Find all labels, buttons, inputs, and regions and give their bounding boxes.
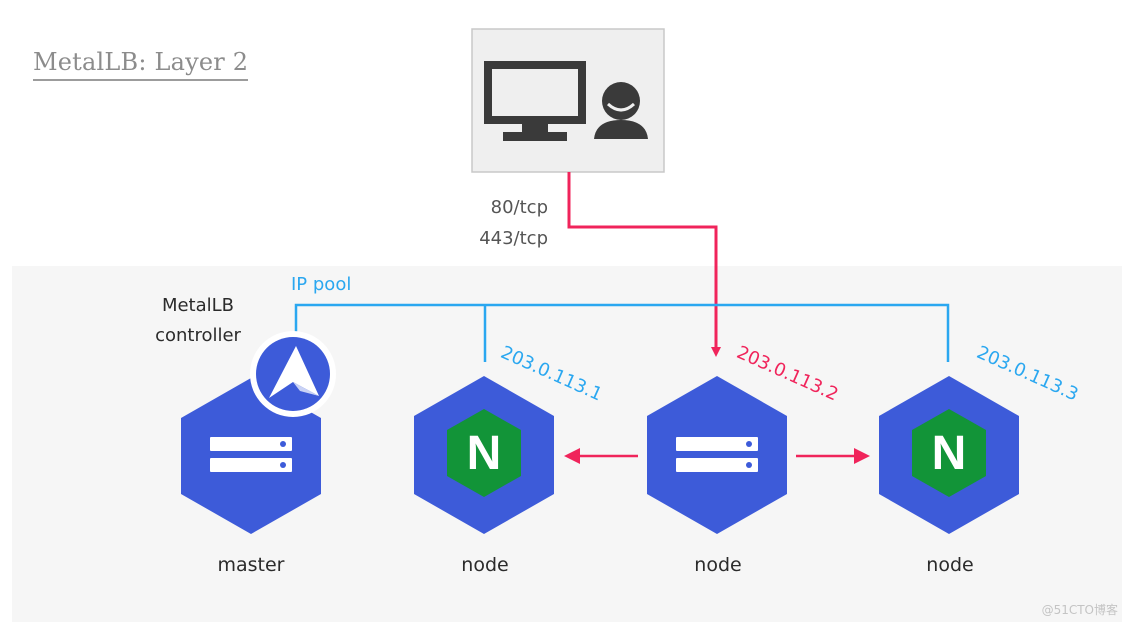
master-hex[interactable] (181, 378, 321, 534)
controller-label-line2: controller (155, 325, 241, 346)
server-icon (676, 437, 758, 472)
client-box (471, 28, 665, 173)
nginx-icon: N (447, 409, 521, 497)
node-hex-1[interactable]: N (414, 376, 554, 534)
server-icon (210, 437, 292, 472)
nginx-icon: N (912, 409, 986, 497)
svg-text:N: N (932, 427, 967, 480)
node-label-1: node (461, 554, 509, 576)
user-icon (594, 82, 648, 139)
controller-label: MetalLB controller (148, 291, 248, 351)
watermark: @51CTO博客 (1041, 603, 1118, 617)
svg-text:N: N (467, 427, 502, 480)
node-hex-3[interactable]: N (879, 376, 1019, 534)
port-label: 443/tcp (479, 228, 548, 249)
controller-label-line1: MetalLB (161, 295, 235, 316)
monitor-icon (484, 61, 586, 141)
traffic-arrow (567, 172, 721, 357)
node-label-3: node (926, 554, 974, 576)
ip-pool-lines (294, 303, 950, 362)
port-list: 80/tcp 443/tcp (470, 192, 548, 254)
node-label-master: master (217, 554, 285, 576)
page-title: MetalLB: Layer 2 (33, 48, 249, 81)
forward-arrow-left (564, 448, 638, 464)
ip-pool-label: IP pool (291, 274, 352, 295)
node-label-2: node (694, 554, 742, 576)
node-hex-2[interactable] (647, 376, 787, 534)
forward-arrow-right (796, 448, 870, 464)
port-label: 80/tcp (490, 197, 548, 218)
metallb-logo-icon (250, 331, 336, 417)
